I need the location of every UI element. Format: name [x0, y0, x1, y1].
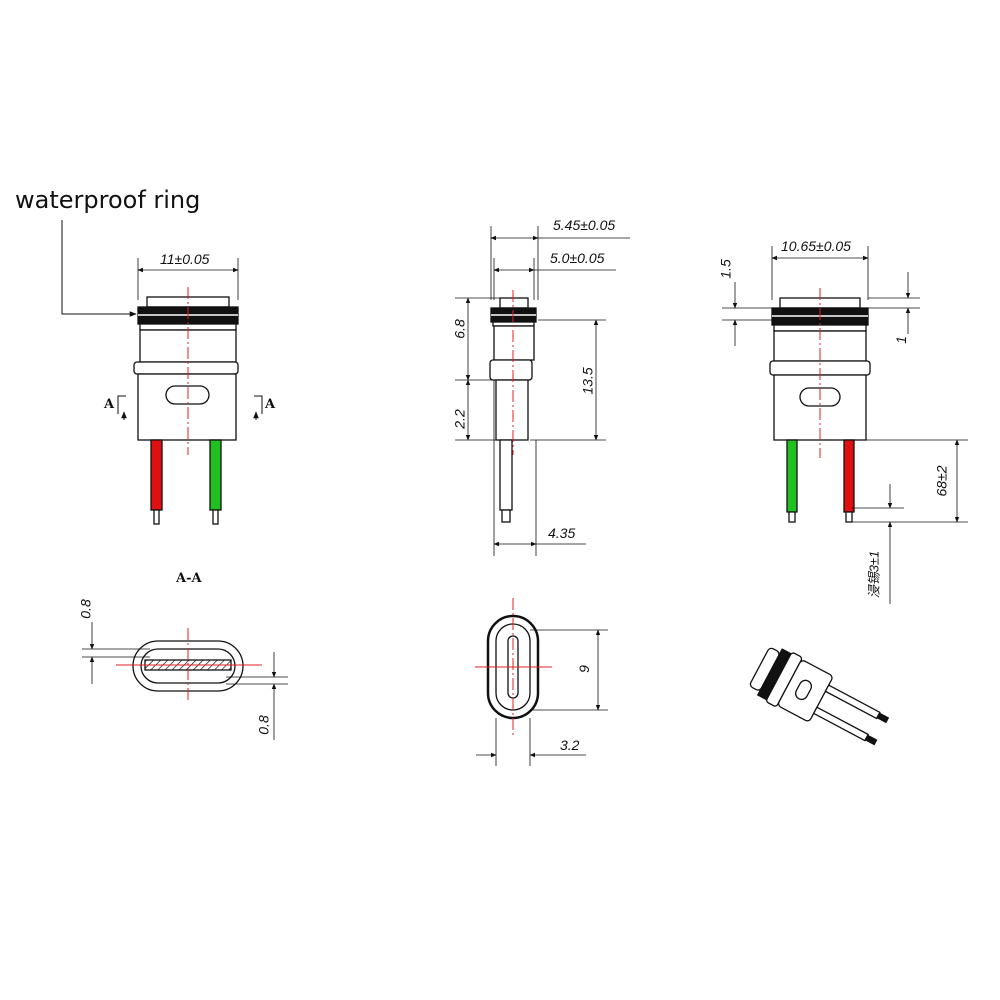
side-step-height-dim: 2.2 [451, 409, 468, 429]
red-wire-back [843, 439, 855, 513]
section-marker-right: A [265, 397, 276, 412]
side-body-height-dim: 13.5 [579, 367, 596, 395]
front-width-dim: 11±0.05 [160, 251, 210, 267]
side-view [455, 226, 630, 556]
section-marker-left: A [104, 397, 115, 412]
front-view [61, 220, 263, 525]
port-height-dim: 9 [575, 665, 592, 673]
waterproof-ring-label: waterproof ring [15, 186, 201, 214]
side-outer-width-dim: 5.45±0.05 [553, 217, 616, 233]
green-wire-back [786, 439, 798, 513]
tin-dip-dim: 浸锡3±1 [866, 550, 882, 599]
section-view [82, 622, 288, 740]
section-top-dim: 0.8 [77, 599, 94, 619]
side-head-height-dim: 6.8 [451, 319, 468, 339]
port-width-dim: 3.2 [560, 737, 580, 753]
side-pin-offset-dim: 4.35 [548, 525, 576, 541]
red-wire [150, 439, 163, 511]
section-bottom-dim: 0.8 [255, 715, 272, 735]
back-ring-dim: 1 [892, 336, 909, 344]
side-inner-width-dim: 5.0±0.05 [550, 250, 605, 266]
port-view [475, 598, 608, 766]
section-view-title: A-A [176, 571, 202, 586]
green-wire [209, 439, 222, 511]
back-width-dim: 10.65±0.05 [781, 238, 851, 254]
isometric-view [749, 647, 890, 746]
back-top-dim: 1.5 [717, 259, 734, 279]
back-view [722, 246, 968, 604]
wire-length-dim: 68±2 [933, 465, 950, 497]
